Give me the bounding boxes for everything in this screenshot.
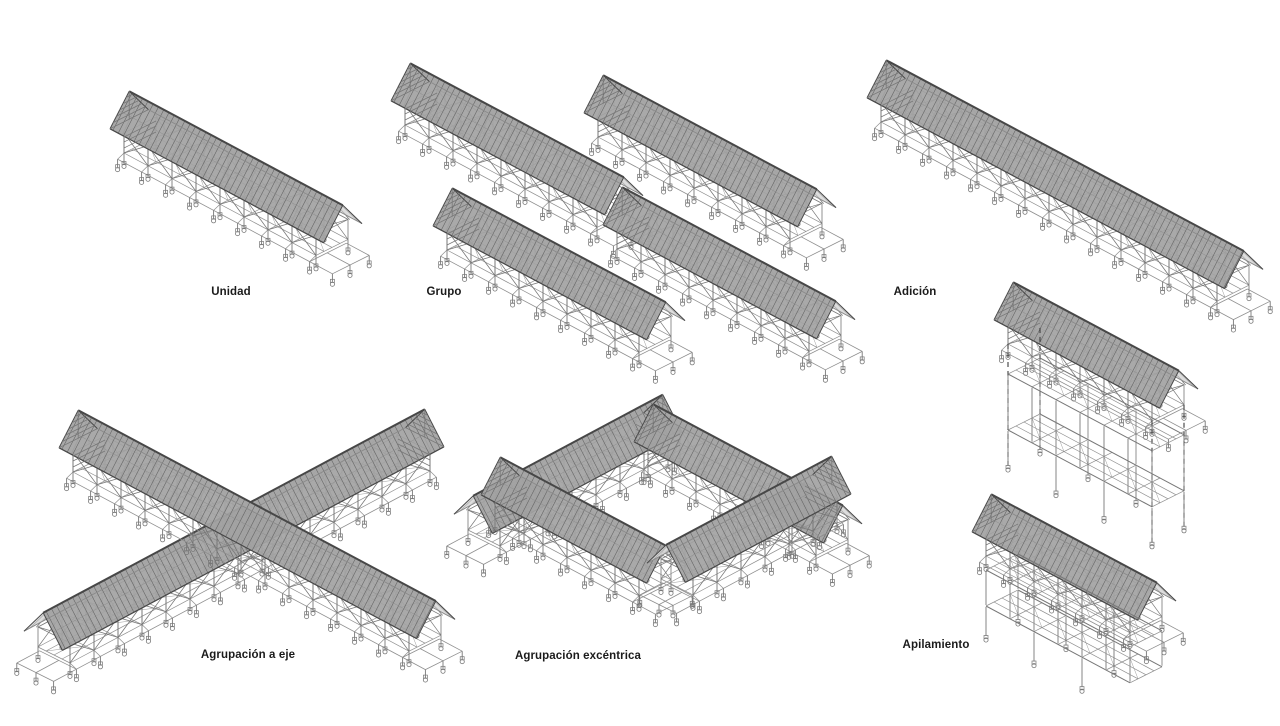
figure-adicion [866, 59, 1273, 333]
figure-label-unidad: Unidad [211, 286, 251, 298]
figure-agrupacion-a-eje [14, 408, 465, 695]
figure-agrupacion-excentrica [444, 393, 872, 628]
figure-grupo [390, 62, 865, 384]
figure-unidad [109, 90, 372, 287]
figure-label-agrupacion-excentrica: Agrupación excéntrica [514, 650, 642, 662]
figure-label-agrupacion-a-eje: Agrupación a eje [200, 649, 296, 661]
figure-apilamiento [971, 281, 1208, 694]
figure-label-grupo: Grupo [426, 286, 462, 298]
figure-label-apilamiento: Apilamiento [902, 639, 970, 651]
figure-label-adicion: Adición [893, 286, 937, 298]
